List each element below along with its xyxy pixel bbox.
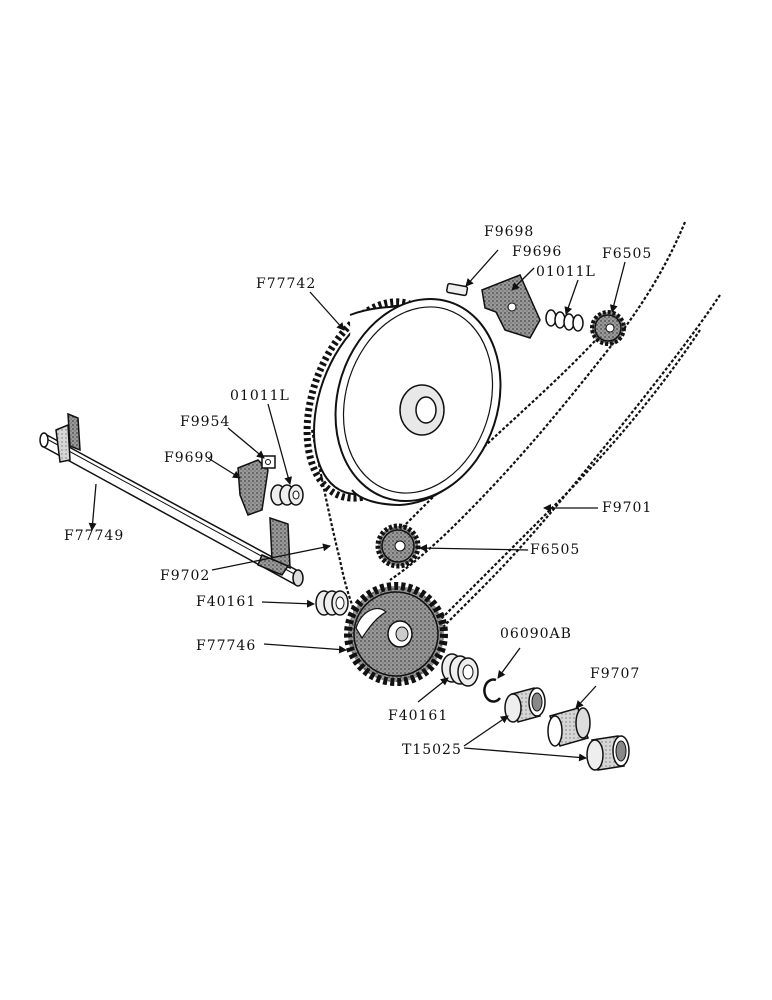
key-f9698 — [446, 282, 469, 297]
label-06090ab: 06090AB — [500, 626, 572, 642]
label-01011l-left: 01011L — [230, 388, 290, 404]
part-labels: F9698 F9696 F6505 01011L F77742 01011L F… — [64, 224, 652, 758]
label-f9701: F9701 — [602, 500, 652, 516]
upper-drive-chain — [389, 221, 687, 581]
label-f77742: F77742 — [256, 276, 316, 292]
lower-drive-chain — [419, 294, 721, 651]
label-f77746: F77746 — [196, 638, 256, 654]
label-f9696: F9696 — [512, 244, 562, 260]
upper-drive-chain-return — [384, 329, 606, 546]
small-sprocket-f6505-middle — [375, 523, 421, 569]
small-sprocket-f6505-top — [590, 310, 626, 346]
washer-stack-01011l-top — [545, 309, 584, 332]
spring-f40161-left — [315, 590, 349, 616]
label-f9702: F9702 — [160, 568, 210, 584]
snap-ring-06090ab — [483, 678, 501, 703]
bearing-t15025-lower — [586, 735, 630, 771]
leader-lines — [88, 249, 626, 762]
large-sprocket-f77746 — [344, 582, 448, 686]
large-sprocket-f77742 — [303, 297, 502, 507]
bracket-f9699 — [237, 459, 269, 516]
spring-f40161-bottom — [441, 653, 479, 687]
lower-drive-chain-return — [439, 329, 701, 621]
bushing-f9707 — [547, 707, 591, 747]
label-f9699: F9699 — [164, 450, 214, 466]
label-f9707: F9707 — [590, 666, 640, 682]
plate-f9954 — [261, 455, 276, 469]
label-f40161-left: F40161 — [196, 594, 256, 610]
label-f77749: F77749 — [64, 528, 124, 544]
label-f40161-bottom: F40161 — [388, 708, 448, 724]
label-f9698: F9698 — [484, 224, 534, 240]
label-t15025: T15025 — [402, 742, 462, 758]
label-f6505-top: F6505 — [602, 246, 652, 262]
washer-stack-01011l-left — [270, 484, 304, 506]
label-f9954: F9954 — [180, 414, 230, 430]
label-f6505-middle: F6505 — [530, 542, 580, 558]
label-01011l-top: 01011L — [536, 264, 596, 280]
bracket-f9696 — [481, 274, 541, 339]
bearing-t15025-upper — [504, 687, 546, 723]
